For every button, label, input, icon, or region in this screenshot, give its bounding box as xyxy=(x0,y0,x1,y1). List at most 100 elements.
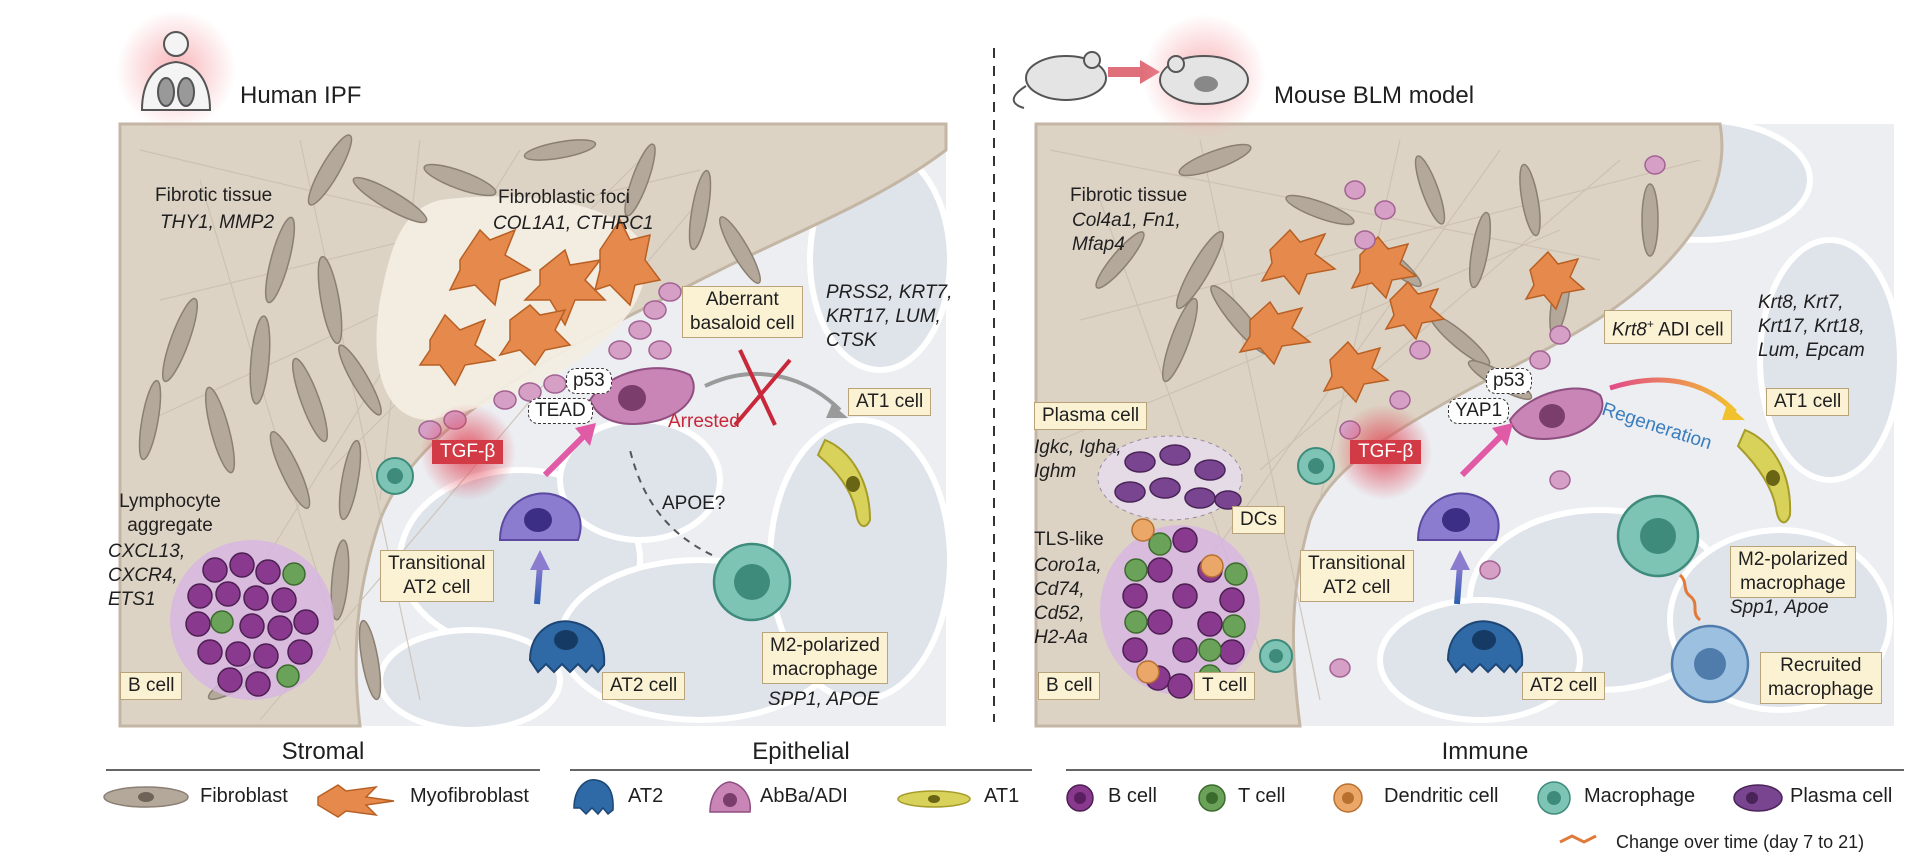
aberrant-genes-1: PRSS2, KRT7, xyxy=(826,282,953,303)
legend-abba-icon xyxy=(709,781,751,813)
plasma-cell-label: Plasma cell xyxy=(1034,402,1148,430)
m2-line1-human: M2-polarized xyxy=(770,635,880,656)
aberrant-line1: Aberrant xyxy=(705,289,779,310)
adi-sup: + xyxy=(1646,317,1654,331)
legend-at2-icon xyxy=(573,779,614,816)
lymphocyte-genes-2: CXCR4, xyxy=(108,565,178,586)
human-ipf-panel xyxy=(118,122,953,733)
transitional-line2-human: AT2 cell xyxy=(403,577,471,598)
mouse-blm-title: Mouse BLM model xyxy=(1274,82,1475,109)
apoe-question-label: APOE? xyxy=(662,493,726,514)
fibroblastic-foci-label: Fibroblastic foci xyxy=(498,187,630,208)
t-cell-label-mouse: T cell xyxy=(1194,672,1256,700)
p53-label-mouse: p53 xyxy=(1486,368,1532,394)
adi-cell-label: Krt8+ ADI cell xyxy=(1604,310,1732,345)
legend-abba-label: AbBa/ADI xyxy=(760,785,848,807)
human-silhouette-icon xyxy=(140,31,212,111)
aberrant-genes-3: CTSK xyxy=(826,330,877,351)
tls-genes-4: H2-Aa xyxy=(1034,627,1088,648)
tls-genes-3: Cd52, xyxy=(1034,603,1085,624)
plasma-genes-2: Ighm xyxy=(1034,461,1077,482)
myofibroblasts-human xyxy=(418,218,662,387)
legend-tcell-icon xyxy=(1198,784,1226,812)
m2-macrophage-human xyxy=(712,542,792,622)
tgf-beta-label-human: TGF-β xyxy=(432,440,504,464)
at2-label-human: AT2 cell xyxy=(602,672,686,700)
m2-macrophage-mouse xyxy=(1616,494,1700,578)
tls-genes-1: Coro1a, xyxy=(1034,555,1102,576)
aberrant-basaloid-label: Aberrant basaloid cell xyxy=(682,286,803,338)
legend-myofibroblast-icon xyxy=(317,784,395,818)
tls-genes-2: Cd74, xyxy=(1034,579,1085,600)
change-over-time-arrow-icon xyxy=(1559,834,1597,844)
dcs-label: DCs xyxy=(1232,506,1285,534)
adi-cell xyxy=(1508,387,1604,440)
transitional-at2-cell-human xyxy=(498,492,582,541)
recruited-line2: macrophage xyxy=(1768,679,1874,700)
at2-label-mouse: AT2 cell xyxy=(1522,672,1606,700)
at1-cell-human xyxy=(816,438,872,528)
m2-line1-mouse: M2-polarized xyxy=(1738,549,1848,570)
myofibroblasts-mouse xyxy=(1238,228,1586,404)
legend-stromal-heading: Stromal xyxy=(281,738,365,765)
at1-cell-mouse xyxy=(1736,428,1792,524)
legend-dendritic-label: Dendritic cell xyxy=(1384,785,1499,807)
b-cell-label-human: B cell xyxy=(120,672,183,700)
legend-macrophage-icon xyxy=(1537,781,1571,815)
legend-fibroblast-label: Fibroblast xyxy=(200,785,288,807)
legend-plasma-icon xyxy=(1733,784,1783,812)
recruited-macrophage-label: Recruited macrophage xyxy=(1760,652,1882,704)
mouse-fibrotic-tissue-label: Fibrotic tissue xyxy=(1070,185,1188,206)
transitional-line2-mouse: AT2 cell xyxy=(1323,577,1391,598)
m2-macrophage-label-human: M2-polarized macrophage xyxy=(762,632,888,684)
arrested-label: Arrested xyxy=(668,411,740,432)
adi-genes-2: Krt17, Krt18, xyxy=(1758,316,1865,337)
legend-plasma-label: Plasma cell xyxy=(1790,785,1893,807)
mouse-icon xyxy=(1012,51,1160,109)
macrophage-small-mouse xyxy=(1297,447,1335,485)
legend-macrophage-label: Macrophage xyxy=(1584,785,1696,807)
macrophage-small-mouse-2 xyxy=(1259,639,1293,673)
legend-bcell-label: B cell xyxy=(1108,785,1157,807)
human-fibrotic-tissue-label: Fibrotic tissue xyxy=(155,185,273,206)
adi-genes-3: Lum, Epcam xyxy=(1758,340,1865,361)
macrophage-small-human xyxy=(376,457,414,495)
b-cell-label-mouse: B cell xyxy=(1038,672,1101,700)
lymphocyte-aggregate-label-2: aggregate xyxy=(127,515,213,536)
lymphocyte-genes-3: ETS1 xyxy=(108,589,156,610)
alveoli xyxy=(377,147,953,733)
m2-genes-human: SPP1, APOE xyxy=(768,689,880,710)
transitional-at2-label-mouse: Transitional AT2 cell xyxy=(1300,550,1414,602)
adi-prefix: Krt8 xyxy=(1612,319,1647,341)
recruited-macrophage xyxy=(1670,624,1750,704)
recruited-line1: Recruited xyxy=(1780,655,1862,676)
plasma-cells-mouse xyxy=(1114,444,1242,510)
tls-like-label: TLS-like xyxy=(1034,529,1104,550)
b-cells-human xyxy=(185,552,319,697)
legend-immune-heading: Immune xyxy=(1441,738,1529,765)
legend-myofibroblast-label: Myofibroblast xyxy=(410,785,529,807)
at2-cell-human xyxy=(528,620,606,674)
m2-macrophage-label-mouse: M2-polarized macrophage xyxy=(1730,546,1856,598)
at2-cell-mouse xyxy=(1446,620,1524,674)
human-ipf-title: Human IPF xyxy=(240,82,362,109)
aberrant-line2: basaloid cell xyxy=(690,313,795,334)
legend-at1-label: AT1 xyxy=(984,785,1020,807)
m2-genes-mouse: Spp1, Apoe xyxy=(1730,597,1829,618)
fibroblastic-foci-genes: COL1A1, CTHRC1 xyxy=(493,213,654,234)
legend-dendritic-icon xyxy=(1333,783,1363,813)
at1-label-mouse: AT1 cell xyxy=(1766,388,1850,416)
legend-fibroblast-icon xyxy=(103,786,189,808)
tgf-beta-label-mouse: TGF-β xyxy=(1350,440,1422,464)
yap1-label: YAP1 xyxy=(1448,398,1510,424)
mouse-blm-panel xyxy=(1034,117,1903,728)
transitional-line1-mouse: Transitional xyxy=(1308,553,1406,574)
m2-line2-mouse: macrophage xyxy=(1740,573,1846,594)
adi-genes-1: Krt8, Krt7, xyxy=(1758,292,1844,313)
mouse-lung-icon xyxy=(1159,55,1249,105)
adi-suffix: ADI cell xyxy=(1653,319,1724,341)
human-fibrotic-tissue-genes: THY1, MMP2 xyxy=(160,212,275,233)
legend-epithelial-heading: Epithelial xyxy=(752,738,850,765)
